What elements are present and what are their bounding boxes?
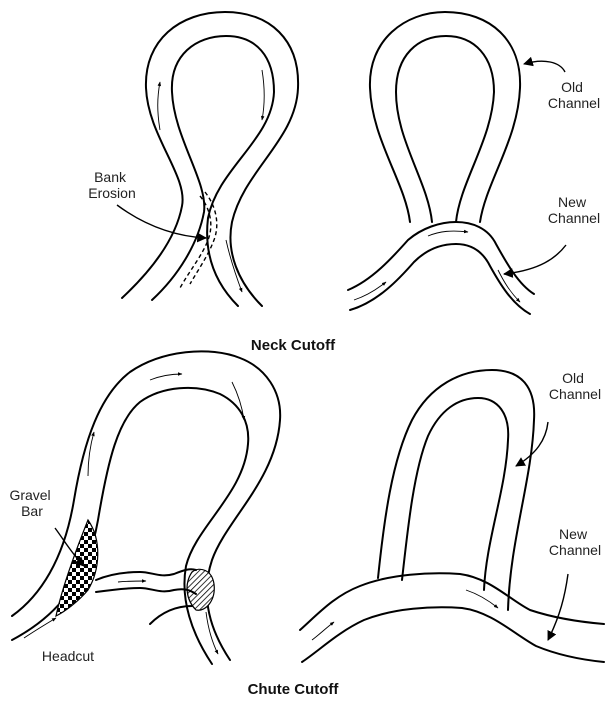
chute-channel-upper (96, 569, 196, 580)
chute-cutoff-title: Chute Cutoff (248, 681, 340, 698)
meander-inner-bank (152, 36, 274, 306)
old-channel-label: Old Channel (548, 79, 600, 111)
meander-outer-bank (122, 12, 298, 306)
new-channel-upper-bank (348, 222, 534, 294)
flow-arrow (262, 70, 264, 120)
headcut-hatch (187, 569, 214, 610)
gravel-bar-fill (56, 520, 98, 616)
flow-arrow (226, 240, 242, 292)
chute-old-channel-inner-bank (402, 398, 508, 590)
chute-cutoff-right-after (300, 370, 604, 662)
flow-arrow (150, 374, 182, 380)
flow-arrow (158, 82, 160, 130)
flow-arrow (118, 581, 146, 582)
chute-channel-lower (96, 588, 196, 594)
chute-new-channel-upper (300, 573, 604, 630)
neck-cutoff-title: Neck Cutoff (251, 337, 336, 354)
bank-erosion-label: Bank Erosion (88, 169, 135, 201)
flow-arrow (466, 590, 498, 608)
chute-new-channel-label: New Channel (549, 526, 601, 558)
headcut-label: Headcut (42, 648, 94, 664)
flow-arrow (428, 231, 468, 236)
chute-cutoff-left (12, 351, 280, 664)
chute-new-channel-leader (548, 574, 568, 640)
flow-arrow (312, 622, 334, 640)
new-channel-leader (504, 245, 566, 274)
headcut-notch (150, 606, 192, 624)
bank-erosion-leader (117, 205, 206, 238)
new-channel-label: New Channel (548, 194, 600, 226)
gravel-bar-label: Gravel Bar (9, 487, 54, 519)
neck-cutoff-left-meander (117, 12, 298, 306)
old-channel-leader (524, 61, 565, 72)
neck-cutoff-right-after (348, 12, 566, 314)
old-channel-inner-bank (396, 36, 494, 222)
chute-old-channel-label: Old Channel (549, 370, 601, 402)
chute-meander-inner-bank (12, 388, 248, 664)
old-channel-outer-bank (370, 12, 520, 222)
